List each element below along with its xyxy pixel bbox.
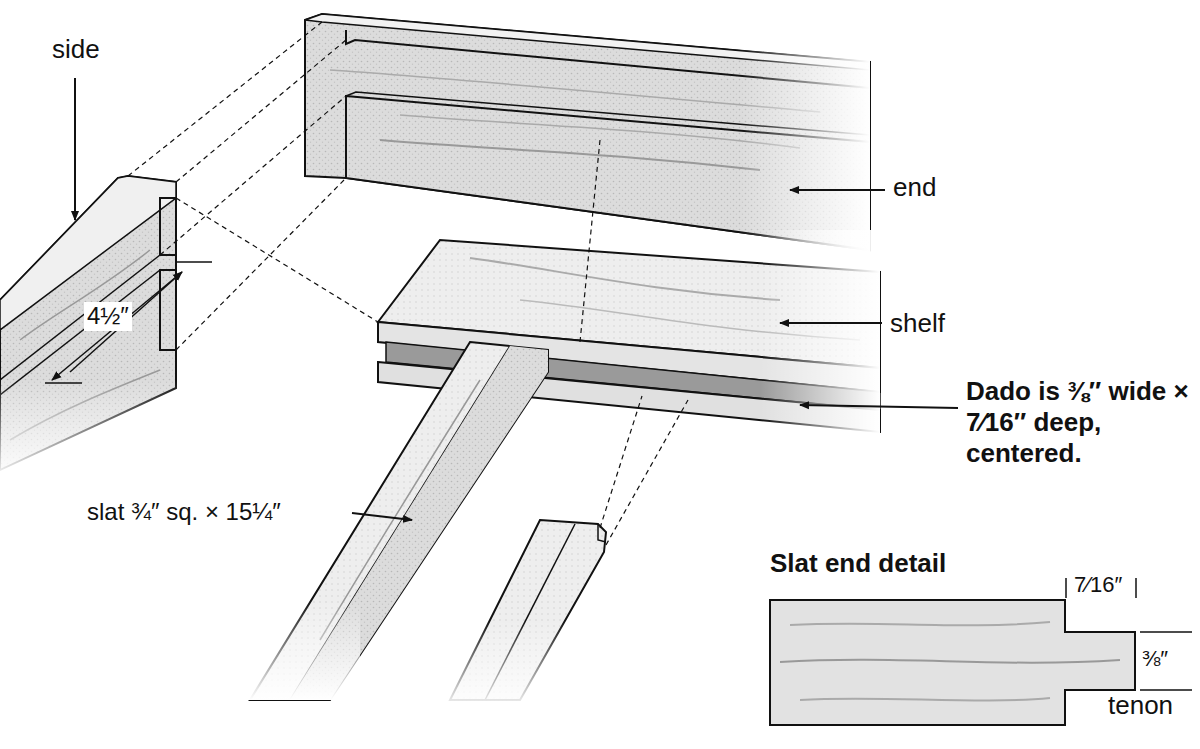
- dimension-text: 7⁄16″: [1074, 572, 1122, 598]
- dado-note: Dado is ⅜″ wide × 7⁄16″ deep, centered.: [966, 376, 1194, 470]
- part-dimension: slat ¾″ sq. × 15¼″: [84, 498, 284, 527]
- assembly-lines: [128, 22, 688, 545]
- dimension-text: ⅜″: [1142, 646, 1168, 672]
- part-name: end: [893, 172, 936, 203]
- leader-arrows: [75, 78, 958, 520]
- part-name: tenon: [1108, 690, 1173, 721]
- side-board: [0, 176, 180, 480]
- part-name: side: [52, 34, 100, 65]
- slat: [430, 520, 620, 710]
- dimension-text: 4½″: [84, 302, 132, 331]
- end-board: [305, 0, 870, 260]
- slat-end-detail: [770, 578, 1192, 725]
- part-name: shelf: [890, 308, 945, 339]
- dimension-line: [45, 262, 212, 383]
- detail-title: Slat end detail: [770, 548, 946, 579]
